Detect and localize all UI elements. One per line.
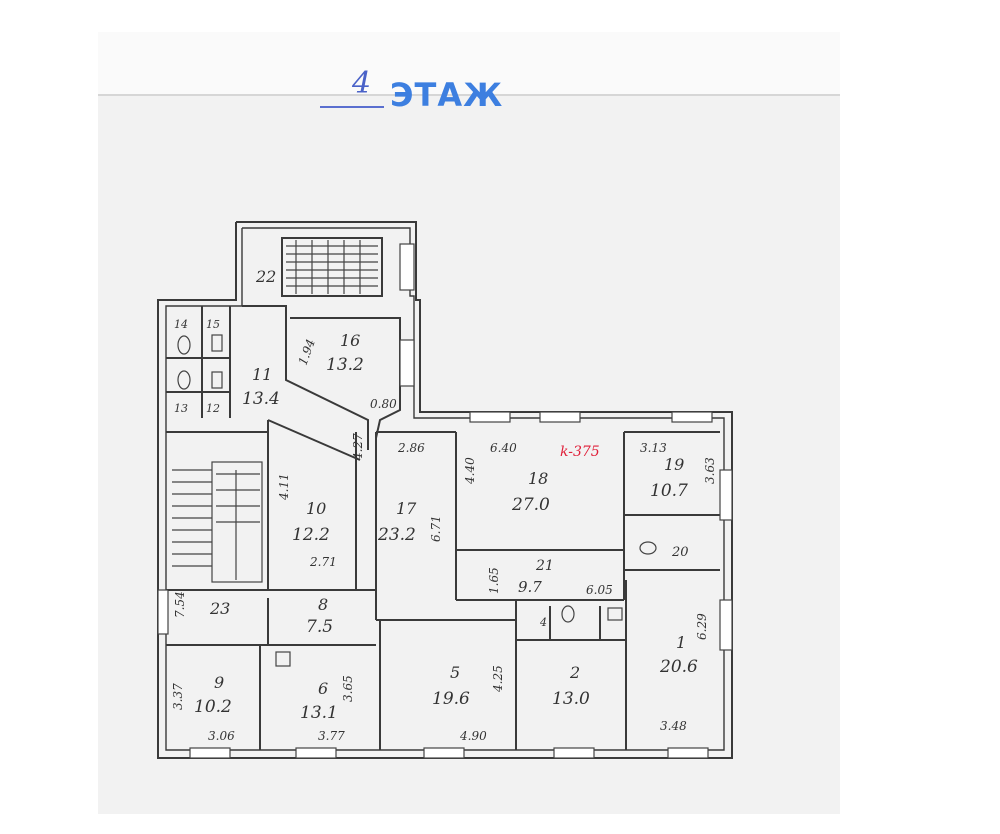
floor-number: 4 <box>352 66 372 101</box>
room-14-num: 14 <box>174 318 188 331</box>
room-2-area: 13.0 <box>552 689 590 709</box>
toilet-fixtures <box>177 334 657 667</box>
room-9-num: 9 <box>214 673 224 692</box>
scanned-sheet <box>98 32 840 814</box>
room-1-num: 1 <box>676 633 686 652</box>
dim-3.37: 3.37 <box>171 683 185 710</box>
room-1-area: 20.6 <box>659 657 698 677</box>
dim-6.05: 6.05 <box>586 583 613 597</box>
dim-2.86: 2.86 <box>397 441 425 455</box>
room-15-num: 15 <box>206 318 220 331</box>
room-8-num: 8 <box>318 595 328 614</box>
dim-6.29: 6.29 <box>695 613 709 640</box>
dim-1.65: 1.65 <box>487 567 501 594</box>
room-17-area: 23.2 <box>377 525 416 545</box>
red-annotation: k-375 <box>560 444 600 460</box>
floor-word: ЭТАЖ <box>390 76 504 114</box>
room-2-num: 2 <box>569 663 580 682</box>
room-18-area: 27.0 <box>511 495 550 515</box>
room-4-num: 4 <box>539 616 547 629</box>
room-10-area: 12.2 <box>292 525 330 545</box>
room-8-area: 7.5 <box>306 617 333 637</box>
staircase-top <box>286 240 378 294</box>
sheet-top-band <box>98 32 840 96</box>
dim-3.06: 3.06 <box>208 729 235 743</box>
dim-6.71: 6.71 <box>429 515 443 542</box>
room-18-num: 18 <box>528 469 548 488</box>
dim-3.48: 3.48 <box>660 719 687 733</box>
dim-4.90: 4.90 <box>459 729 487 743</box>
dim-0.80: 0.80 <box>370 397 397 411</box>
room-21-num: 21 <box>535 558 554 574</box>
windows <box>157 243 733 759</box>
dim-4.27: 4.27 <box>351 433 365 461</box>
room-10-num: 10 <box>306 499 326 518</box>
dim-2.71: 2.71 <box>309 555 337 569</box>
room-17-num: 17 <box>396 499 417 518</box>
room-12-num: 12 <box>206 402 220 415</box>
dim-6.40: 6.40 <box>490 441 517 455</box>
dim-4.40: 4.40 <box>463 457 477 485</box>
room-5-area: 19.6 <box>432 689 470 709</box>
room-20-num: 20 <box>671 545 689 560</box>
dim-3.13: 3.13 <box>640 441 667 455</box>
staircase-left <box>172 461 263 583</box>
dim-3.63: 3.63 <box>703 457 717 484</box>
dim-4.25: 4.25 <box>491 665 505 693</box>
room-11-area: 13.4 <box>242 389 280 409</box>
floor-number-underline <box>320 106 384 108</box>
dim-1.94: 1.94 <box>296 337 318 367</box>
room-5-num: 5 <box>450 663 460 682</box>
room-19-area: 10.7 <box>650 481 688 501</box>
dimension-labels: 3.06 3.77 4.90 3.48 2.71 3.65 4.25 6.29 … <box>171 337 717 743</box>
room-11-num: 11 <box>252 365 272 384</box>
room-16-area: 13.2 <box>326 355 364 375</box>
room-6-num: 6 <box>318 679 328 698</box>
room-19-num: 19 <box>664 455 684 474</box>
room-23-num: 23 <box>209 599 230 618</box>
room-16-num: 16 <box>340 331 360 350</box>
room-22-num: 22 <box>255 267 276 286</box>
dim-3.77: 3.77 <box>318 729 345 743</box>
room-13-num: 13 <box>174 402 188 415</box>
room-labels: 1 20.6 2 13.0 4 5 19.6 6 13.1 8 7.5 9 10… <box>174 267 698 723</box>
room-6-area: 13.1 <box>300 703 338 723</box>
dim-7.54: 7.54 <box>173 591 187 618</box>
dim-4.11: 4.11 <box>277 473 291 501</box>
room-21-area: 9.7 <box>518 578 542 596</box>
dim-3.65: 3.65 <box>341 675 355 702</box>
room-9-area: 10.2 <box>194 697 232 717</box>
